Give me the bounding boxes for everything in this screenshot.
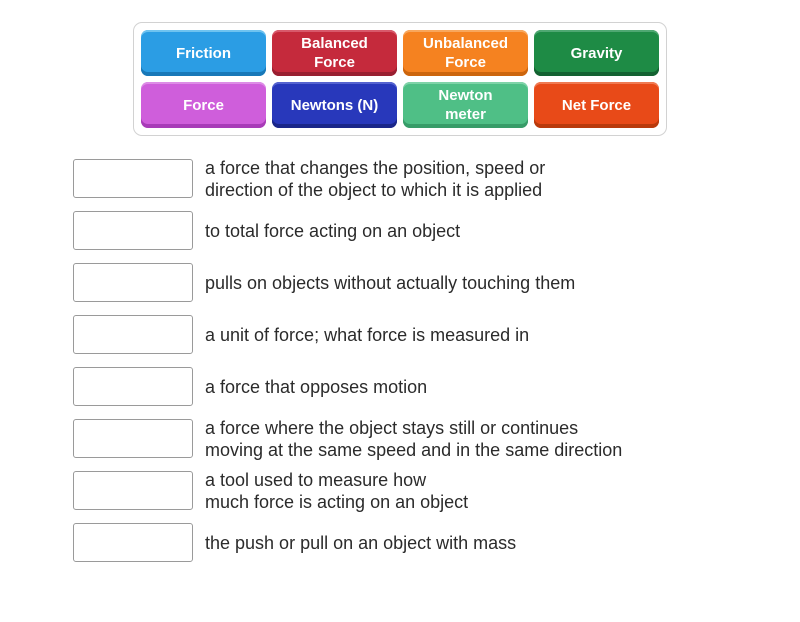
- word-tile-newtons[interactable]: Newtons (N): [272, 82, 397, 128]
- match-row: to total force acting on an object: [73, 211, 800, 250]
- answer-drop-zone[interactable]: [73, 367, 193, 406]
- definition-text: a force where the object stays still or …: [205, 417, 623, 460]
- match-row: a force that changes the position, speed…: [73, 157, 800, 200]
- word-tile-friction[interactable]: Friction: [141, 30, 266, 76]
- word-bank-grid: Friction Balanced Force Unbalanced Force…: [141, 30, 659, 128]
- answer-drop-zone[interactable]: [73, 471, 193, 510]
- definition-text: pulls on objects without actually touchi…: [205, 272, 576, 293]
- answer-drop-zone[interactable]: [73, 315, 193, 354]
- word-tile-gravity[interactable]: Gravity: [534, 30, 659, 76]
- answer-drop-zone[interactable]: [73, 523, 193, 562]
- match-row: a force that opposes motion: [73, 367, 800, 406]
- word-tile-force[interactable]: Force: [141, 82, 266, 128]
- word-tile-unbalanced-force[interactable]: Unbalanced Force: [403, 30, 528, 76]
- definition-text: to total force acting on an object: [205, 220, 461, 241]
- match-row: a tool used to measure how much force is…: [73, 469, 800, 512]
- definition-text: a force that opposes motion: [205, 376, 428, 397]
- match-row: the push or pull on an object with mass: [73, 523, 800, 562]
- word-tile-net-force[interactable]: Net Force: [534, 82, 659, 128]
- match-row: a unit of force; what force is measured …: [73, 315, 800, 354]
- definition-text: a unit of force; what force is measured …: [205, 324, 530, 345]
- answer-drop-zone[interactable]: [73, 263, 193, 302]
- definition-text: the push or pull on an object with mass: [205, 532, 517, 553]
- match-row: pulls on objects without actually touchi…: [73, 263, 800, 302]
- word-tile-balanced-force[interactable]: Balanced Force: [272, 30, 397, 76]
- answer-drop-zone[interactable]: [73, 419, 193, 458]
- definition-text: a tool used to measure how much force is…: [205, 469, 469, 512]
- answer-drop-zone[interactable]: [73, 159, 193, 198]
- match-rows: a force that changes the position, speed…: [73, 157, 800, 562]
- word-bank: Friction Balanced Force Unbalanced Force…: [133, 22, 667, 136]
- answer-drop-zone[interactable]: [73, 211, 193, 250]
- match-row: a force where the object stays still or …: [73, 417, 800, 460]
- word-tile-newton-meter[interactable]: Newton meter: [403, 82, 528, 128]
- definition-text: a force that changes the position, speed…: [205, 157, 546, 200]
